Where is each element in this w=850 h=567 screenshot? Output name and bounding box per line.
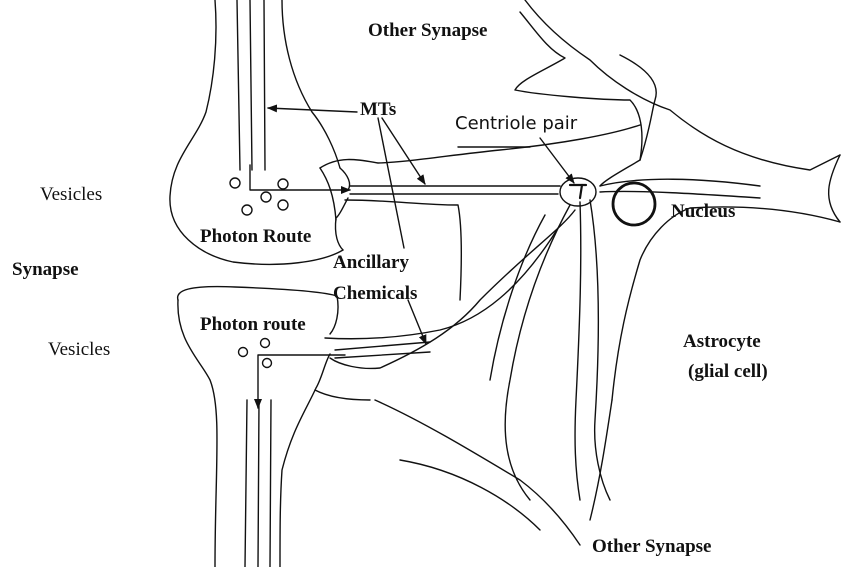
label-centriole-pair: Centriole pair bbox=[455, 114, 577, 135]
upper-axon-terminal bbox=[170, 0, 350, 264]
centriole-pair bbox=[560, 178, 596, 206]
label-photon-route-lower: Photon route bbox=[200, 314, 306, 336]
label-nucleus: Nucleus bbox=[671, 201, 735, 223]
astrocyte-body bbox=[375, 0, 840, 545]
label-vesicles-lower: Vesicles bbox=[48, 339, 110, 361]
label-vesicles-upper: Vesicles bbox=[40, 184, 102, 206]
nucleus-circle bbox=[613, 183, 655, 225]
label-glial-cell: (glial cell) bbox=[688, 361, 768, 383]
label-synapse: Synapse bbox=[12, 259, 79, 281]
label-pointer-arrows bbox=[268, 108, 574, 344]
label-other-synapse-bottom: Other Synapse bbox=[592, 536, 711, 558]
label-mts: MTs bbox=[360, 99, 396, 121]
microtubules bbox=[237, 0, 271, 567]
label-chemicals: Chemicals bbox=[333, 283, 417, 305]
label-photon-route-upper: Photon Route bbox=[200, 226, 311, 248]
vesicles-lower bbox=[239, 339, 272, 368]
label-astrocyte: Astrocyte bbox=[683, 331, 761, 353]
vesicles-upper bbox=[230, 178, 288, 215]
label-other-synapse-top: Other Synapse bbox=[368, 20, 487, 42]
label-ancillary: Ancillary bbox=[333, 252, 409, 274]
